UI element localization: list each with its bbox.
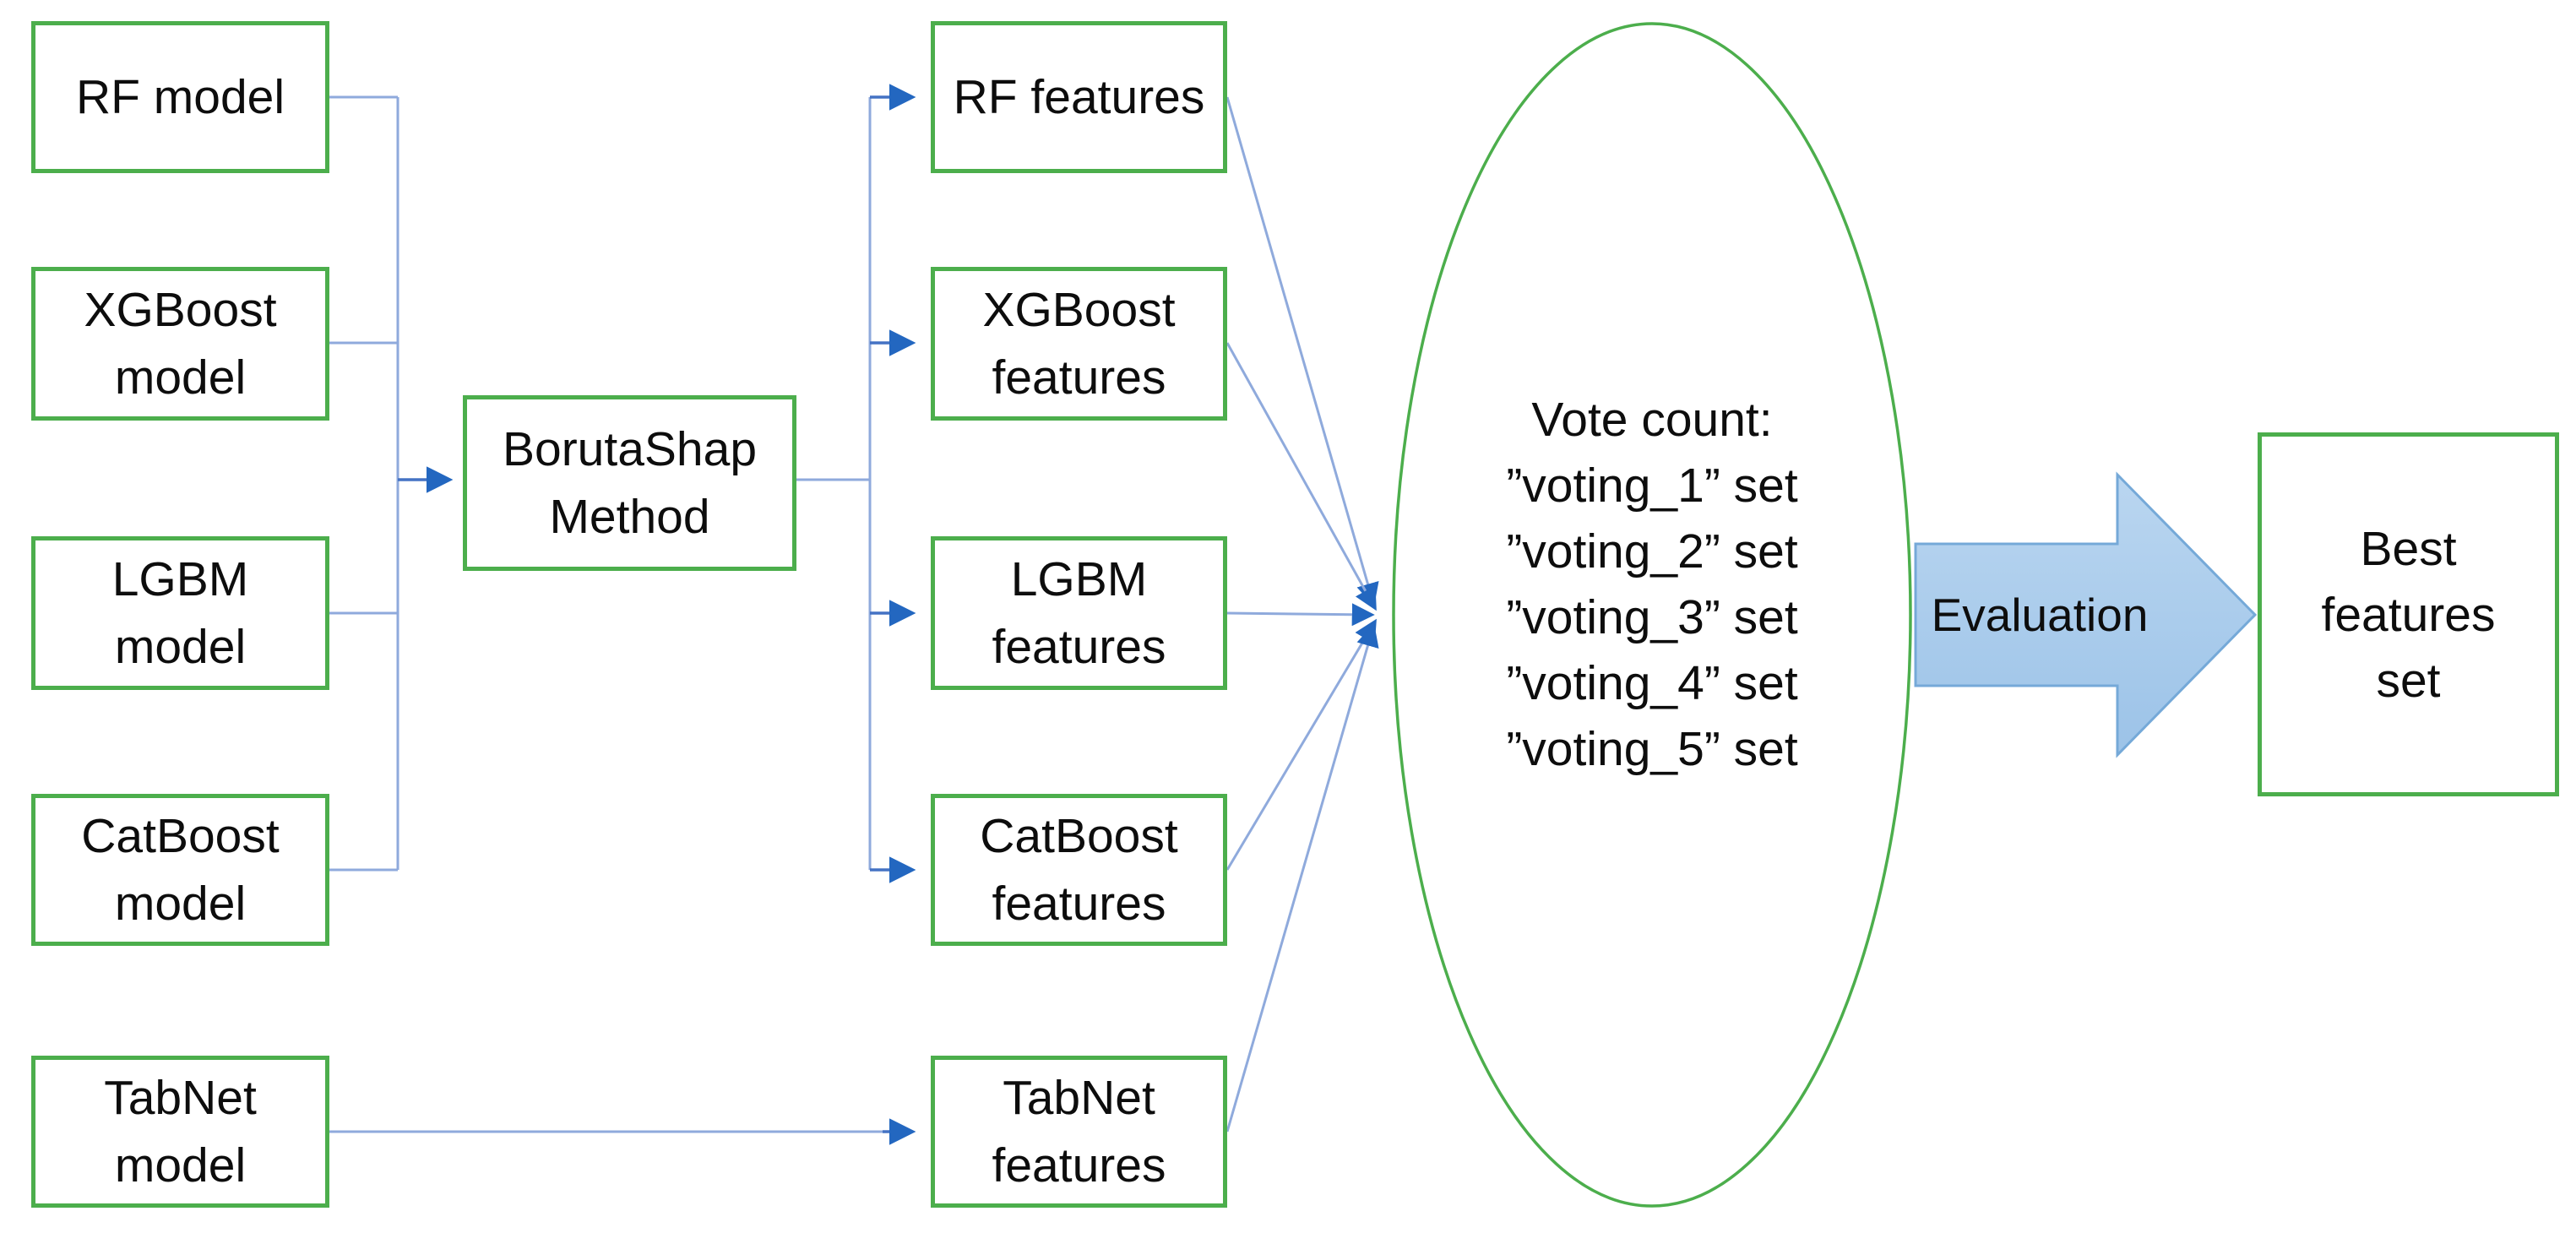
catboost-model-box: CatBoost model bbox=[31, 794, 329, 946]
rf-model-box: RF model bbox=[31, 21, 329, 173]
tabnet-features-box: TabNet features bbox=[931, 1056, 1227, 1208]
line-xgboost-features-to-vote bbox=[1226, 342, 1377, 611]
line-catboost-features-to-vote bbox=[1226, 618, 1377, 871]
xgboost-features-box: XGBoost features bbox=[931, 267, 1227, 421]
model-bus-lines bbox=[329, 95, 399, 872]
catboost-features-box: CatBoost features bbox=[931, 794, 1227, 946]
best-features-set-box: Best features set bbox=[2258, 432, 2559, 796]
tabnet-model-box: TabNet model bbox=[31, 1056, 329, 1208]
convergence-lines bbox=[1226, 96, 1379, 1133]
xgboost-model-box: XGBoost model bbox=[31, 267, 329, 421]
line-lgbm-features-to-vote bbox=[1226, 603, 1375, 627]
borutashap-method-box: BorutaShap Method bbox=[463, 395, 796, 571]
line-tabnet-features-to-vote bbox=[1226, 623, 1379, 1133]
feature-stub-arrows bbox=[870, 84, 916, 883]
vote-count-text: Vote count: ”voting_1” set ”voting_2” se… bbox=[1506, 393, 1798, 776]
evaluation-arrow-shape bbox=[1914, 471, 2258, 758]
line-rf-features-to-vote bbox=[1226, 96, 1379, 606]
evaluation-label: Evaluation bbox=[1931, 589, 2149, 641]
lgbm-features-box: LGBM features bbox=[931, 536, 1227, 690]
feature-bus-lines bbox=[796, 97, 872, 870]
rf-features-box: RF features bbox=[931, 21, 1227, 173]
vote-count-ellipse bbox=[1392, 22, 1912, 1208]
lgbm-model-box: LGBM model bbox=[31, 536, 329, 690]
